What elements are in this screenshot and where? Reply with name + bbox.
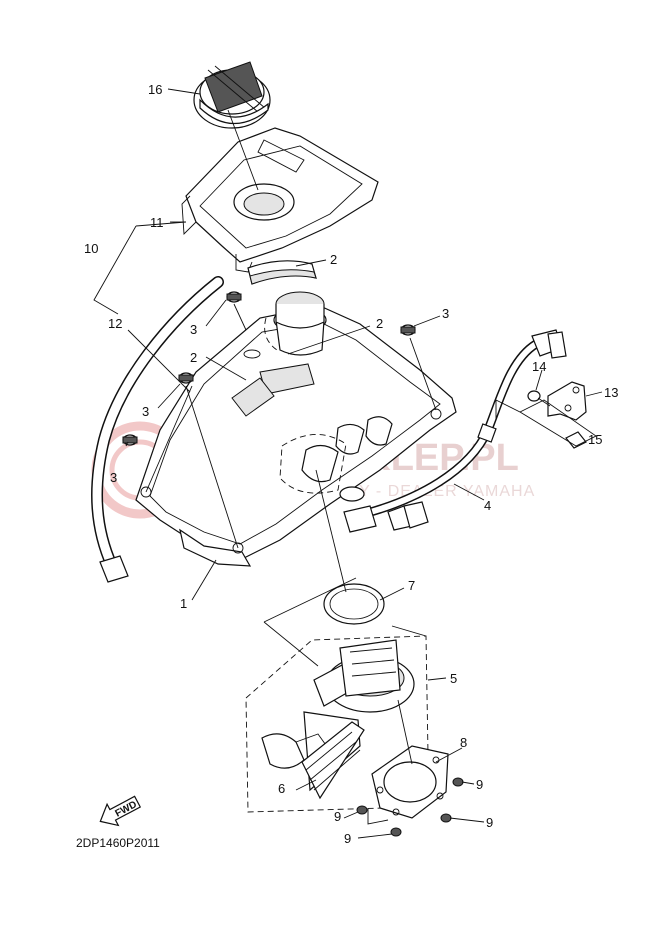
tank-cover-part-11[interactable]	[181, 127, 379, 273]
callout-3-a: 3	[190, 322, 197, 337]
callout-9-b: 9	[486, 815, 493, 830]
callout-12: 12	[108, 316, 122, 331]
fuel-hose-part-4[interactable]	[343, 329, 567, 533]
callout-15: 15	[588, 432, 602, 447]
callout-2-c: 2	[190, 350, 197, 365]
callout-9-a: 9	[476, 777, 483, 792]
callout-3-b: 3	[442, 306, 449, 321]
bolt-part-3-a[interactable]	[226, 291, 242, 303]
callout-13: 13	[604, 385, 618, 400]
callout-5: 5	[450, 671, 457, 686]
bracket-part-13[interactable]	[547, 381, 587, 421]
callout-16: 16	[148, 82, 162, 97]
screw-part-9-b[interactable]	[440, 813, 452, 823]
bolt-part-14[interactable]	[527, 390, 551, 407]
filler-seal-part-2[interactable]	[247, 260, 317, 285]
callout-4: 4	[484, 498, 491, 513]
leader-lines	[93, 88, 603, 839]
callout-3-d: 3	[110, 470, 117, 485]
fwd-label: FWD	[113, 799, 138, 819]
filter-part-6[interactable]	[301, 721, 365, 800]
screw-part-9-d[interactable]	[390, 827, 402, 837]
callout-9-c: 9	[334, 809, 341, 824]
fwd-arrow-icon: FWD	[99, 795, 142, 827]
callout-2-a: 2	[330, 252, 337, 267]
pump-gasket-part-7[interactable]	[323, 583, 385, 625]
bolt-part-3-c[interactable]	[178, 372, 194, 384]
callout-7: 7	[408, 578, 415, 593]
breather-hose-part-12[interactable]	[91, 276, 224, 583]
diagram-code: 2DP1460P2011	[76, 836, 160, 850]
callout-3-c: 3	[142, 404, 149, 419]
bolt-part-3-b[interactable]	[400, 324, 416, 336]
fuel-cap-part-16[interactable]	[193, 61, 271, 129]
fuel-tank-part-1[interactable]	[135, 291, 457, 567]
callout-6: 6	[278, 781, 285, 796]
callout-10: 10	[84, 241, 98, 256]
callout-labels: 16 11 10 12 2 2 2 3 3 3 3 14 13 15 4 1 7…	[84, 82, 618, 846]
callout-1: 1	[180, 596, 187, 611]
screw-part-9-a[interactable]	[452, 777, 464, 787]
callout-9-d: 9	[344, 831, 351, 846]
callout-14: 14	[532, 359, 546, 374]
screw-part-9-c[interactable]	[356, 805, 368, 815]
callout-8: 8	[460, 735, 467, 750]
callout-2-b: 2	[376, 316, 383, 331]
callout-11: 11	[150, 215, 164, 230]
bolt-part-3-d[interactable]	[122, 434, 138, 446]
